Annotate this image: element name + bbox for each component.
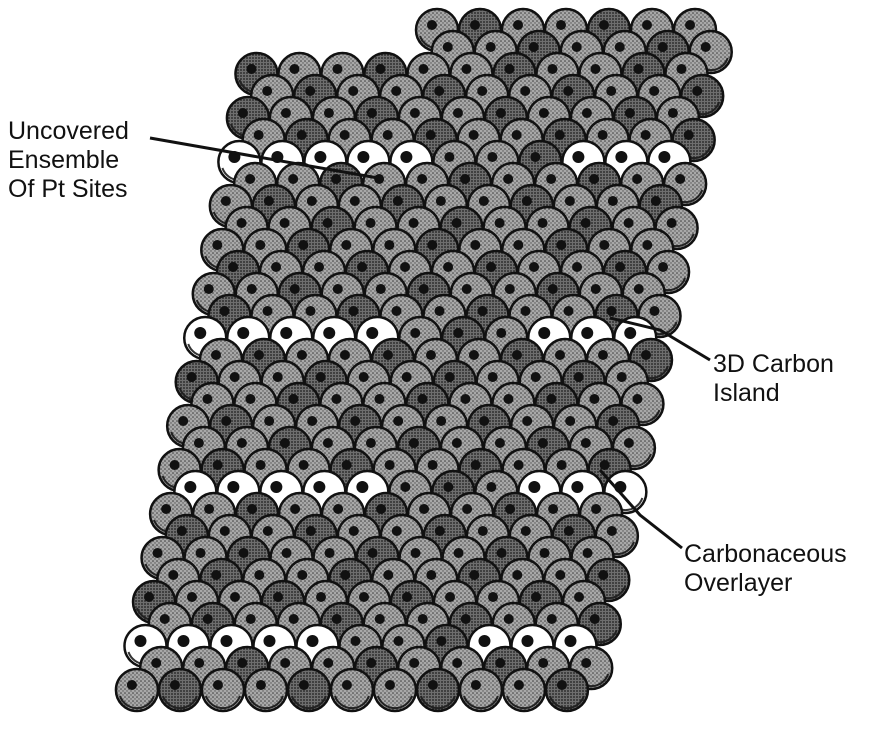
pt-crystal-slab — [116, 9, 732, 711]
covered-atom — [331, 669, 373, 711]
covered-atom — [288, 669, 330, 711]
covered-atom — [460, 669, 502, 711]
label-uncovered-ensemble: Uncovered Ensemble Of Pt Sites — [8, 117, 129, 204]
covered-atom — [503, 669, 545, 711]
covered-atom — [159, 669, 201, 711]
covered-atom — [546, 669, 588, 711]
covered-atom — [245, 669, 287, 711]
covered-atom — [417, 669, 459, 711]
covered-atom — [374, 669, 416, 711]
label-3d-carbon-island: 3D Carbon Island — [713, 350, 834, 408]
covered-atom — [116, 669, 158, 711]
covered-atom — [202, 669, 244, 711]
label-carbonaceous-overlayer: Carbonaceous Overlayer — [684, 540, 847, 598]
